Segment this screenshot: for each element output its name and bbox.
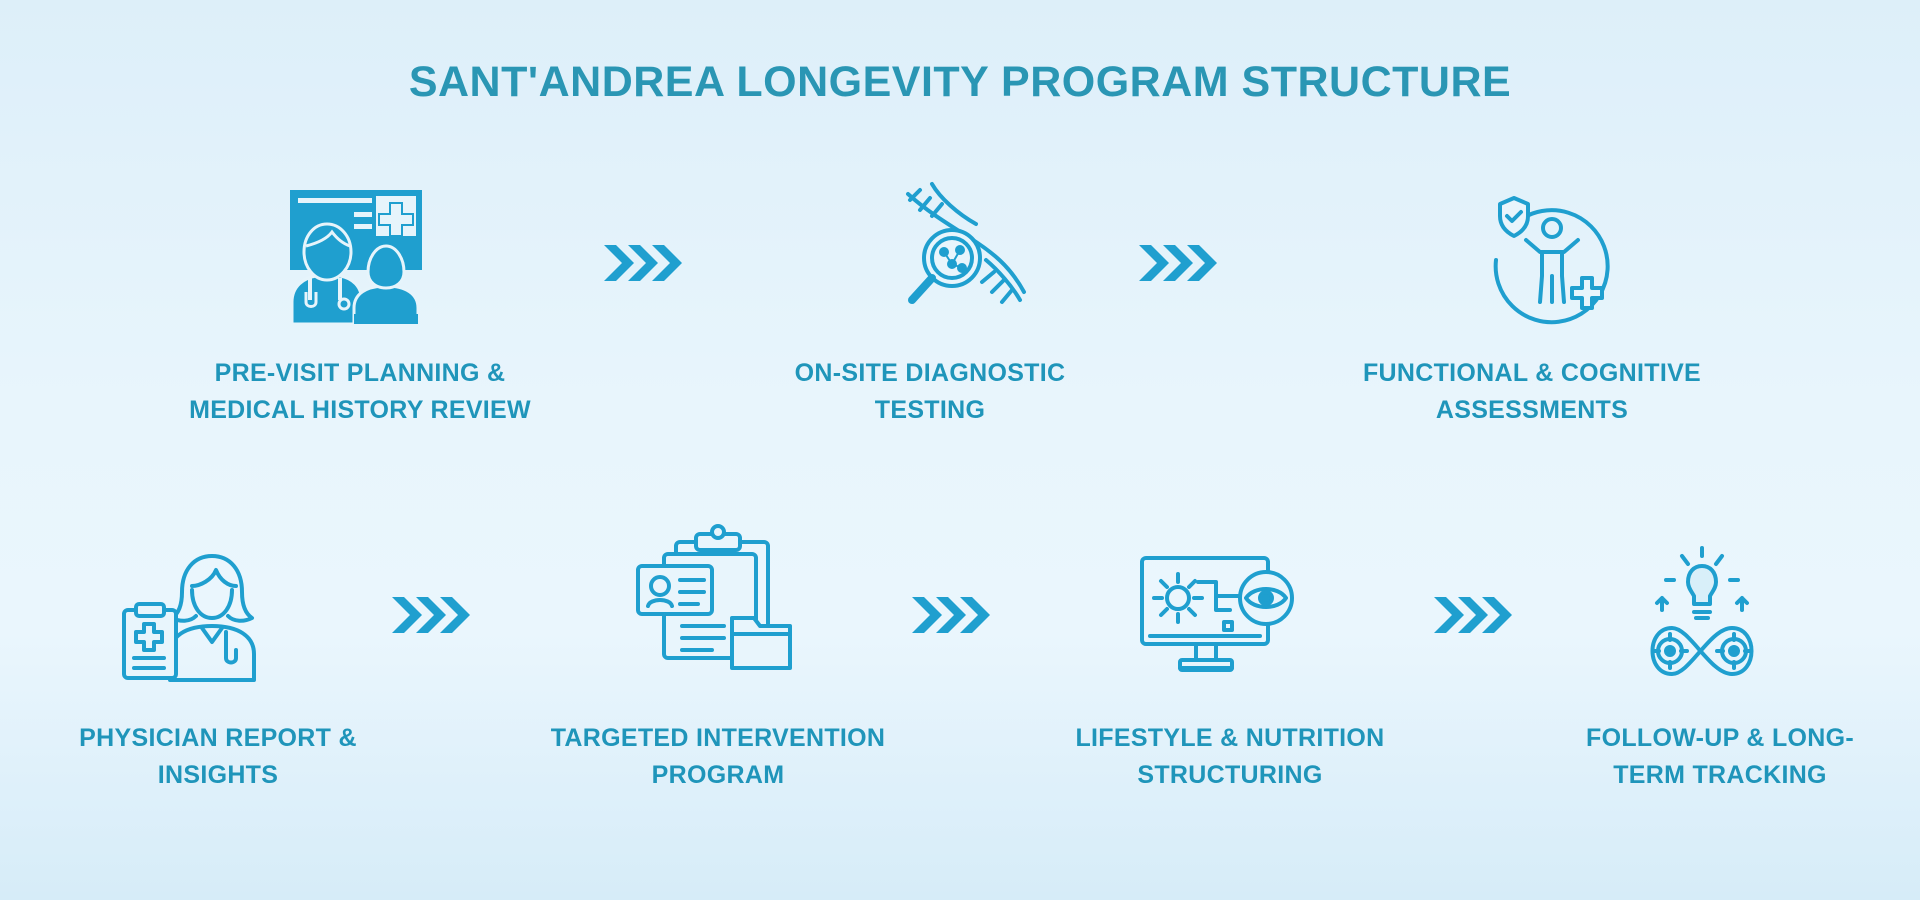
flow-arrows-1-2 <box>602 241 682 285</box>
physician-clipboard-icon <box>120 552 260 682</box>
person-shield-health-icon <box>1486 196 1616 326</box>
page-title: SANT'ANDREA LONGEVITY PROGRAM STRUCTURE <box>408 58 1512 106</box>
doctor-patient-medical-record-icon <box>288 188 424 326</box>
monitor-gear-eye-icon <box>1140 556 1296 676</box>
flow-arrows-6-7 <box>1432 593 1512 637</box>
step-4-label: PHYSICIAN REPORT &INSIGHTS <box>79 724 357 789</box>
clipboard-folder-icon <box>636 522 796 672</box>
lightbulb-gears-cycle-icon <box>1632 546 1772 676</box>
flow-arrows-2-3 <box>1137 241 1217 285</box>
dna-magnifier-icon <box>890 180 1030 320</box>
step-7-label: FOLLOW-UP & LONG-TERM TRACKING <box>1586 724 1854 789</box>
flow-arrows-5-6 <box>910 593 990 637</box>
step-1-label: PRE-VISIT PLANNING &MEDICAL HISTORY REVI… <box>189 359 531 424</box>
flow-arrows-4-5 <box>390 593 470 637</box>
